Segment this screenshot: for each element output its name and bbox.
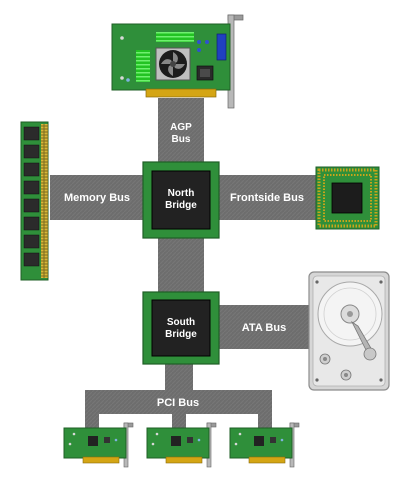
pci-bus-label: PCI Bus (157, 397, 199, 409)
pci-card-icon (146, 422, 217, 468)
south-bridge-label-line2: Bridge (165, 329, 197, 340)
south-pci-link (165, 362, 193, 392)
ram-module-icon (20, 121, 49, 281)
agp-bus-label-line1: AGP (170, 122, 192, 133)
north-bridge-label-line2: Bridge (165, 200, 197, 211)
memory-bus (50, 175, 145, 220)
ata-bus-label: ATA Bus (242, 322, 286, 334)
agp-video-card-icon (111, 14, 244, 109)
south-bridge-chip (142, 291, 220, 365)
pci-drop-1 (85, 412, 99, 430)
memory-bus-label: Memory Bus (64, 192, 130, 204)
north-bridge-chip (142, 161, 220, 239)
pci-card-icon (229, 422, 300, 468)
agp-bus-label-line2: Bus (172, 134, 191, 145)
south-bridge-label-line1: South (167, 317, 195, 328)
frontside-bus (214, 175, 324, 220)
ata-bus (214, 305, 312, 349)
frontside-bus-label: Frontside Bus (230, 192, 304, 204)
pci-bus (85, 390, 272, 414)
agp-bus (158, 98, 204, 168)
north-bridge-label-line1: North (168, 188, 195, 199)
north-south-link (158, 235, 204, 295)
hard-drive-icon (308, 271, 390, 391)
pci-card-icon (63, 422, 134, 468)
cpu-chip-icon (315, 166, 380, 230)
pci-drop-2 (172, 412, 186, 430)
pci-drop-3 (258, 412, 272, 430)
